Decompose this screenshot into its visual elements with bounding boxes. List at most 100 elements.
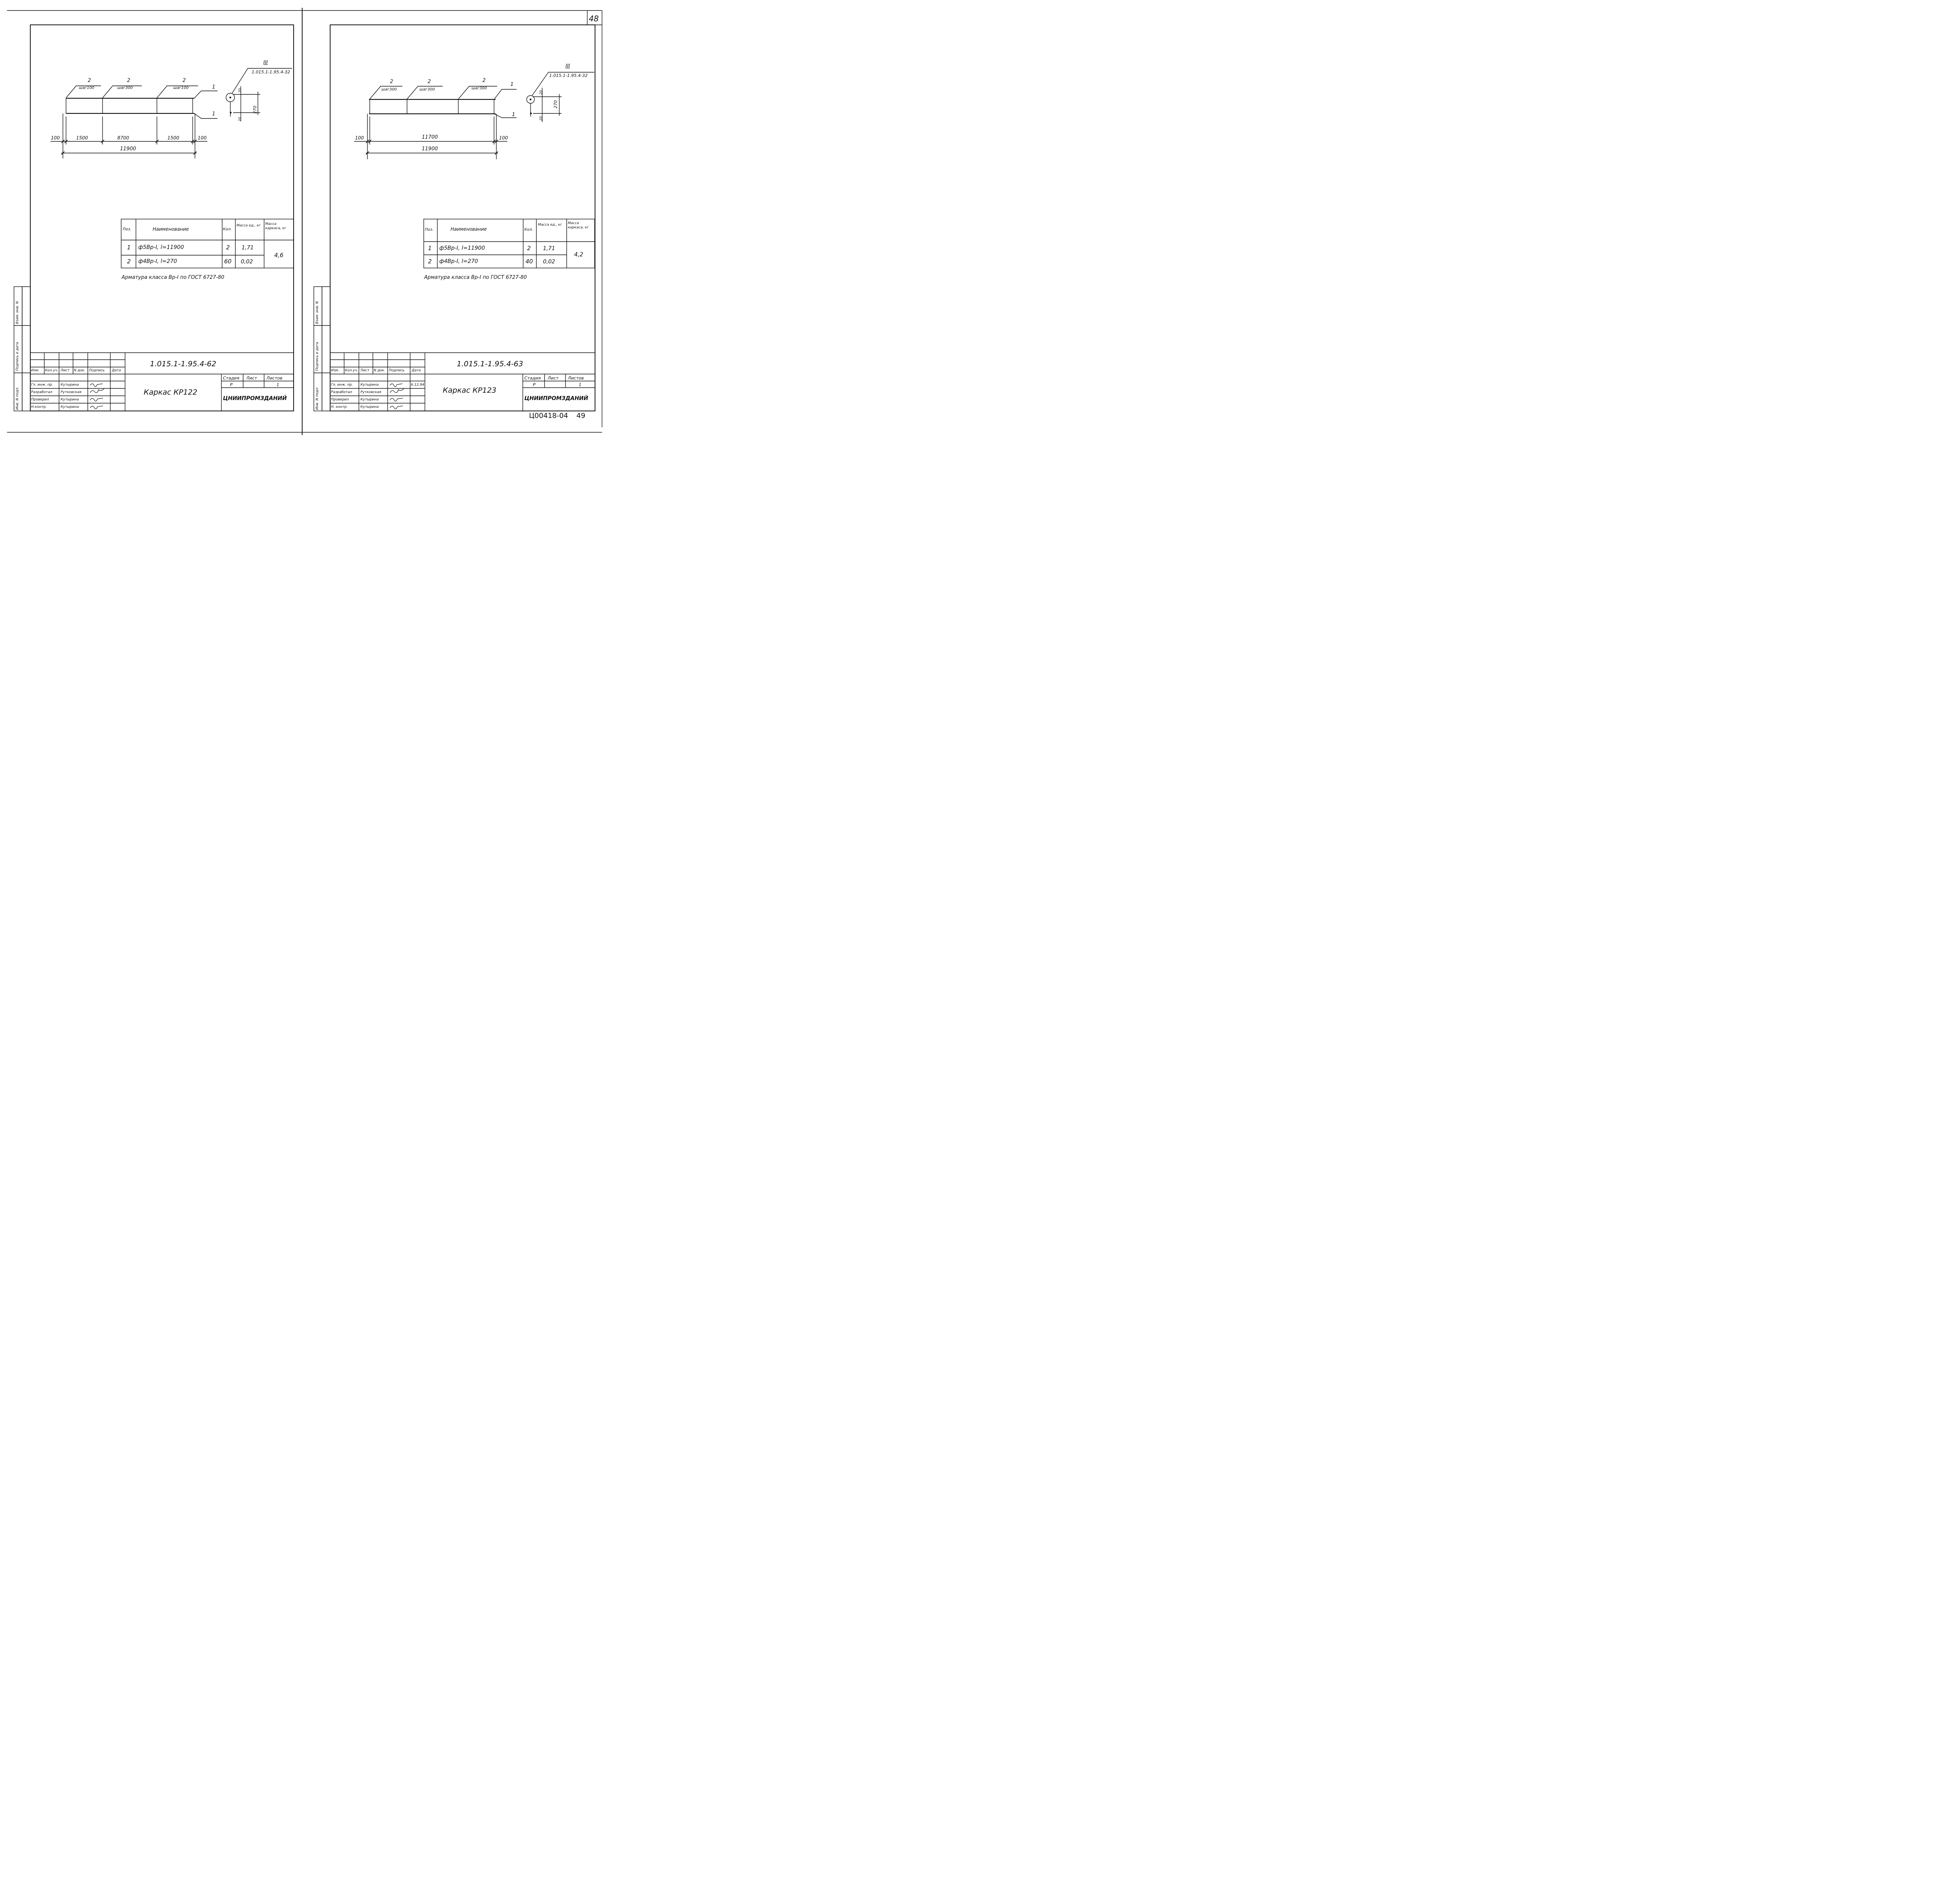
spec-header-pos: Поз. [425, 228, 434, 232]
dim-text: 100 [355, 135, 364, 141]
section-dim-top: 20 [539, 90, 543, 95]
spec-header-name: Наименование [153, 226, 189, 232]
tb-name: Кутырина [360, 383, 379, 387]
spec-frame-mass: 4,6 [274, 252, 284, 259]
section-dim-height: 270 [252, 106, 258, 114]
section-label: III [566, 63, 570, 69]
pitch-label: шаг300 [381, 87, 397, 92]
dim-text: 100 [51, 135, 60, 141]
pitch-label: шаг300 [472, 86, 487, 91]
spec-row-qty: 60 [224, 258, 232, 265]
tb-header: N док. [74, 369, 85, 372]
spec-row-mass: 0,02 [241, 259, 253, 265]
tb-header: Изм. [31, 369, 40, 372]
tb-role: Н. контр. [331, 405, 348, 409]
position-leader: 1 [212, 84, 216, 90]
tb-name: Кутырина [61, 405, 79, 409]
spec-header-mass-unit: Масса ед., кг [237, 224, 261, 228]
organization: ЦНИИПРОМЗДАНИЙ [223, 395, 287, 402]
spec-row-qty: 2 [527, 245, 531, 252]
spec-header-mass-unit: Масса ед., кг [538, 223, 562, 227]
tb-header: Подпись [89, 369, 105, 372]
drawing-title: Каркас КР122 [144, 388, 198, 397]
tb-role: Проверил [31, 398, 49, 402]
tb-header: Дата [112, 369, 121, 372]
tb-stage-header: Стадия [223, 376, 240, 381]
pitch-count: 2 [482, 78, 486, 84]
spec-row-name: ф5Вр-I, l=11900 [439, 245, 485, 251]
position-leader: 1 [212, 111, 216, 117]
section-label: III [263, 60, 268, 66]
stamp-inv-no: Инв. N подл. [315, 386, 319, 410]
spec-row-pos: 2 [428, 258, 432, 265]
tb-stage-header: Стадия [524, 376, 541, 381]
tb-role: Н.контр. [31, 405, 47, 409]
stamp-sign-date: Подпись и дата [16, 342, 19, 371]
pitch-label: шаг100 [79, 86, 94, 90]
pitch-count: 2 [390, 79, 393, 85]
tb-date: 6.12.94 [411, 383, 425, 387]
dim-text: 1500 [167, 135, 179, 141]
tb-header: Изм. [331, 369, 339, 372]
dim-text: 8700 [117, 135, 129, 141]
tb-stage-header: Листов [266, 376, 283, 381]
tb-sheets-total: 1 [579, 382, 581, 387]
position-leader: 1 [510, 82, 514, 87]
tb-header: Кол.уч. [45, 369, 59, 372]
spec-note: Арматура класса Вр-I по ГОСТ 6727-80 [424, 275, 527, 280]
section-dim-bottom: 20 [238, 117, 242, 122]
spec-header-mass-frame: Масса каркаса, кг [265, 222, 286, 230]
spec-row-pos: 2 [127, 258, 131, 265]
spec-row-mass: 1,71 [242, 245, 254, 251]
tb-header: N док. [374, 369, 385, 372]
stamp-sign-date: Подпись и дата [315, 342, 319, 371]
tb-role: Проверил [331, 398, 349, 402]
spec-row-name: ф4Вр-I, l=270 [439, 258, 478, 265]
spec-row-pos: 1 [127, 244, 131, 251]
tb-stage-header: Листов [568, 376, 584, 381]
tb-name: Кутырина [61, 398, 79, 402]
pitch-count: 2 [88, 78, 91, 84]
spec-header-pos: Поз. [123, 227, 132, 231]
doc-code: 1.015.1-1.95.4-63 [457, 360, 523, 368]
archive-page: 49 [576, 412, 585, 420]
pitch-count: 2 [183, 78, 186, 84]
pitch-count: 2 [127, 78, 131, 84]
section-dim-bottom: 20 [539, 116, 543, 121]
tb-role: Разработал [331, 390, 352, 394]
spec-row-name: ф4Вр-I, l=270 [138, 258, 177, 265]
section-dim-height: 270 [553, 100, 558, 108]
spec-note: Арматура класса Вр-I по ГОСТ 6727-80 [122, 275, 224, 280]
drawing-linework [7, 8, 602, 435]
spec-row-mass: 1,71 [543, 245, 555, 252]
pitch-label: шаг300 [419, 87, 435, 92]
tb-role: Гл. инж. пр. [31, 383, 53, 387]
section-ref: 1.015.1-1.95.4-32 [252, 70, 290, 75]
organization: ЦНИИПРОМЗДАНИЙ [524, 395, 588, 402]
dim-text: 11700 [422, 134, 438, 140]
section-dim-top: 20 [238, 88, 242, 93]
tb-sheets-total: 1 [277, 382, 279, 387]
tb-name: Кутырина [61, 383, 79, 387]
tb-name: Кутырина [360, 405, 379, 409]
spec-frame-mass: 4,2 [574, 251, 583, 258]
tb-name: Кутырина [360, 398, 379, 402]
dim-text: 100 [198, 135, 207, 141]
spec-row-mass: 0,02 [543, 259, 555, 265]
pitch-label: шаг100 [173, 86, 189, 90]
stamp-replace-inv: Взам. инв. N [315, 301, 319, 324]
tb-stage: Р [533, 382, 536, 387]
stamp-replace-inv: Взам. инв. N [16, 301, 19, 324]
spec-row-name: ф5Вр-I, l=11900 [138, 244, 184, 251]
tb-header: Кол.уч. [345, 369, 358, 372]
tb-header: Дата [412, 369, 421, 372]
spec-row-pos: 1 [428, 245, 432, 252]
tb-header: Лист [61, 369, 70, 372]
spec-row-qty: 2 [226, 244, 230, 251]
tb-name: Рутковская [360, 390, 381, 394]
spec-row-qty: 40 [526, 258, 533, 265]
archive-number: Ц00418-04 [529, 412, 568, 420]
page-number: 48 [589, 14, 599, 23]
dim-text: 100 [499, 135, 508, 141]
signature-marks [90, 383, 404, 409]
